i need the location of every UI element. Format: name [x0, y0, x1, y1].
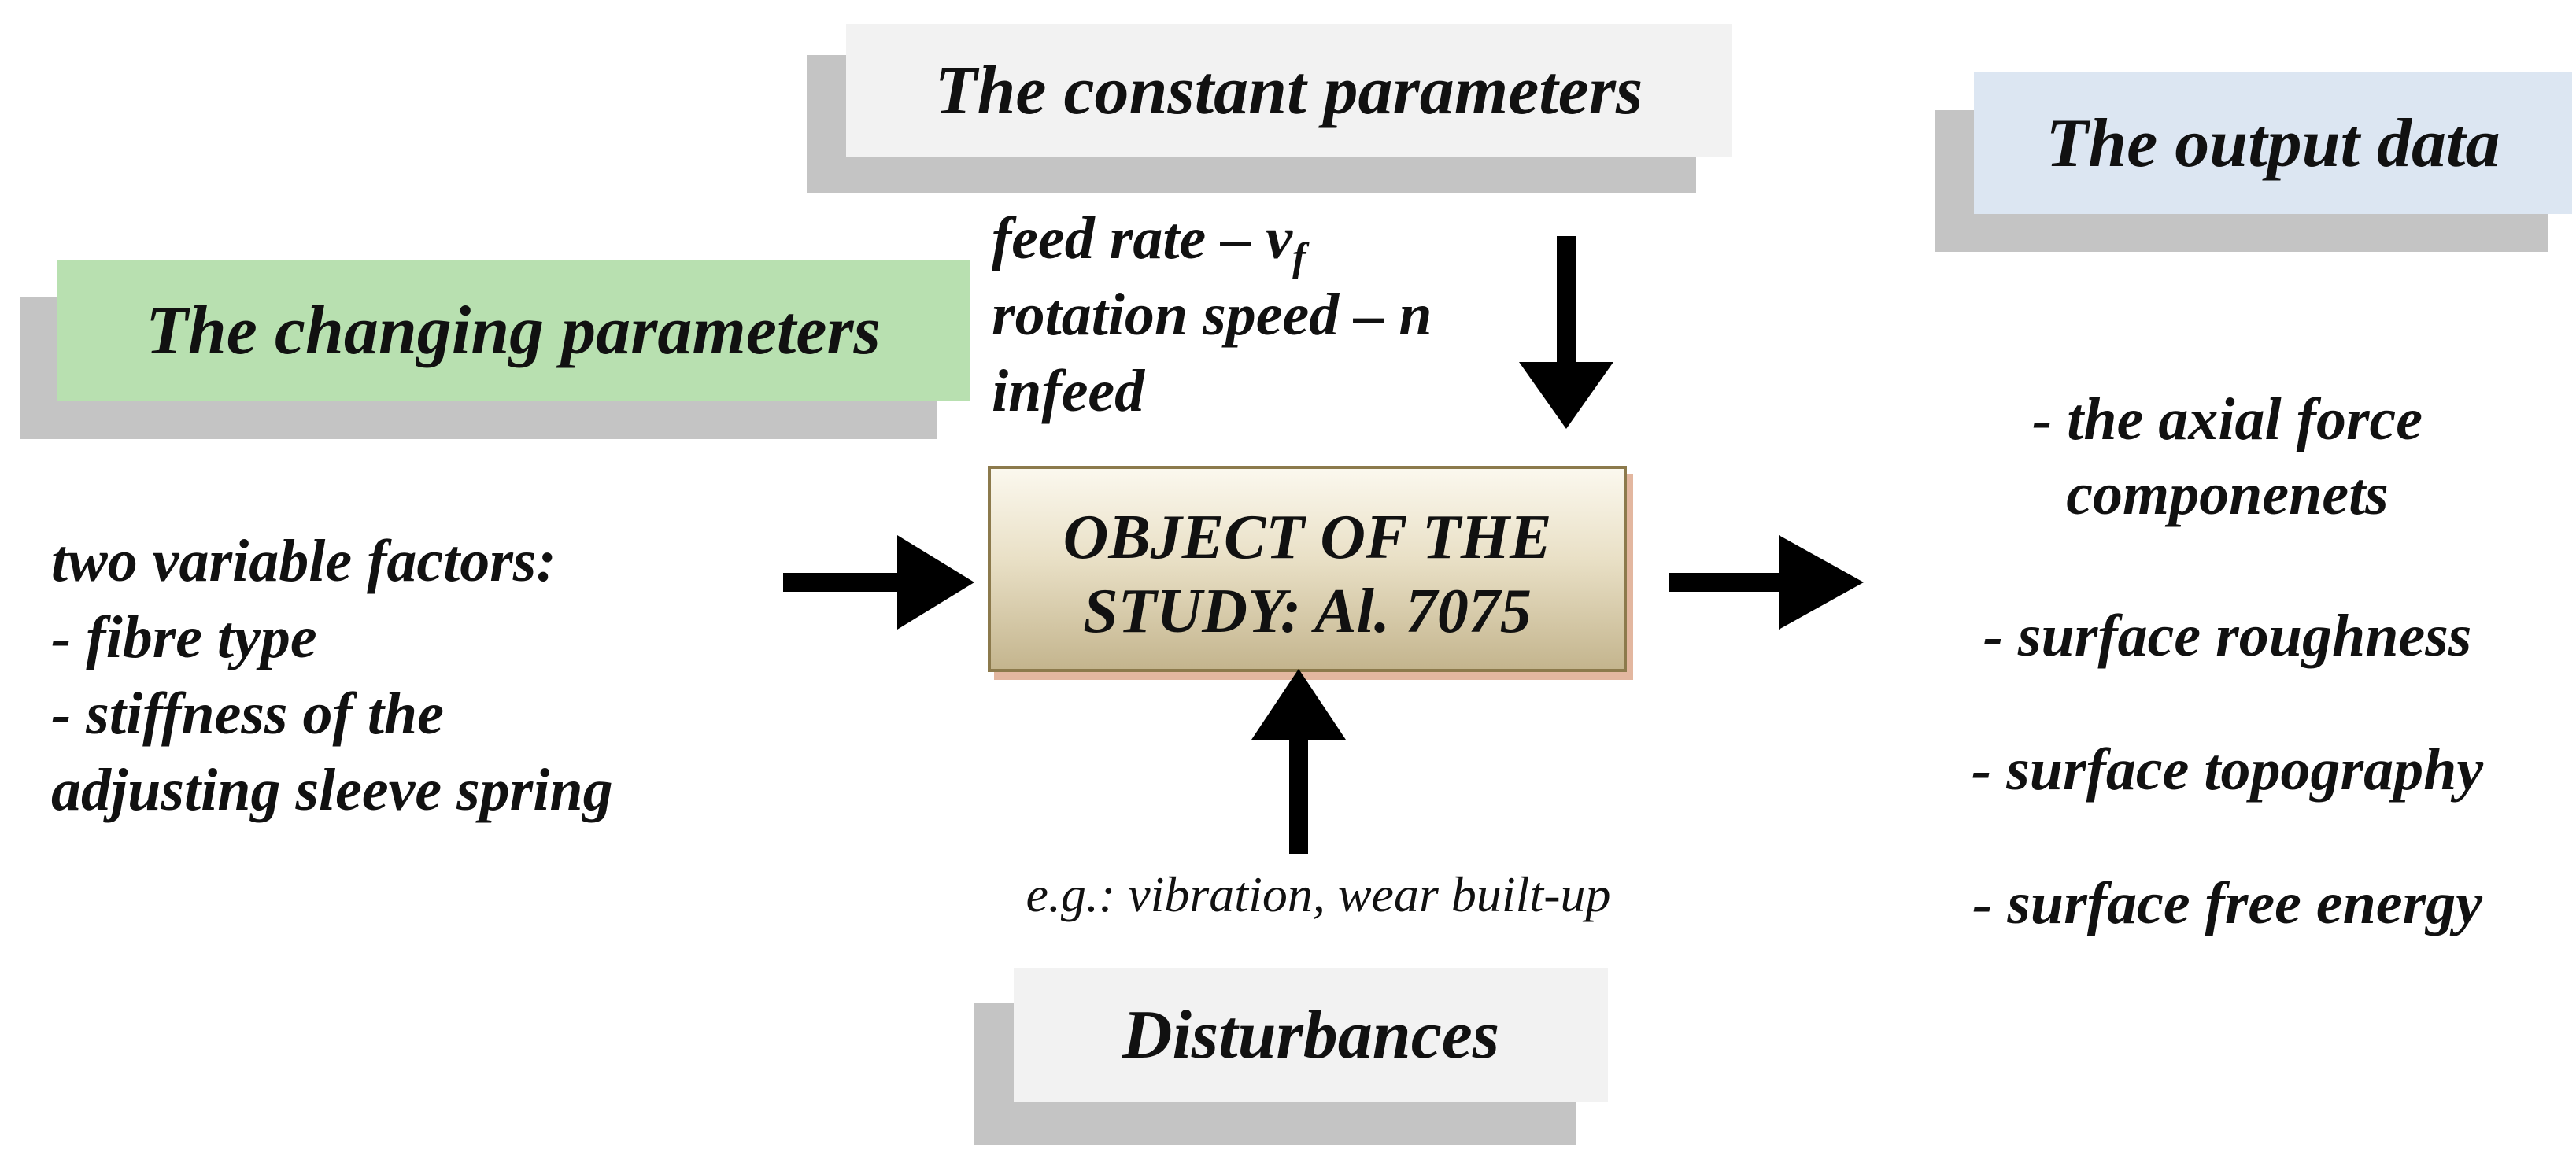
- constant-header: The constant parameters: [846, 24, 1732, 157]
- constant-param-feed-rate: feed rate – vf: [992, 205, 1306, 281]
- output-header-label: The output data: [2046, 105, 2500, 182]
- changing-factors-intro: two variable factors:: [51, 528, 556, 594]
- arrow-from-changing: [783, 535, 974, 630]
- constant-param-infeed: infeed: [992, 358, 1145, 424]
- feed-rate-subscript: f: [1292, 235, 1306, 281]
- arrow-from-disturbances: [1251, 669, 1346, 854]
- disturbances-header: Disturbances: [1014, 968, 1608, 1102]
- changing-header-label: The changing parameters: [146, 292, 881, 369]
- constant-param-rotation-speed: rotation speed – n: [992, 282, 1432, 348]
- changing-factor-stiffness: - stiffness of the: [51, 681, 444, 747]
- output-list: - the axial force componenets - surface …: [1905, 370, 2550, 952]
- disturbance-example: e.g.: vibration, wear built-up: [1026, 866, 1611, 922]
- output-axial-line-2: componenets: [2066, 461, 2389, 527]
- object-line-2: STUDY: Al. 7075: [1083, 577, 1532, 646]
- arrow-from-constant: [1519, 236, 1613, 429]
- output-axial-line-1: - the axial force: [2031, 386, 2423, 452]
- changing-params-text: two variable factors: - fibre type - sti…: [51, 511, 759, 842]
- changing-factor-stiffness-cont: adjusting sleeve spring: [51, 757, 613, 823]
- output-item-topography: - surface topography: [1971, 737, 2484, 803]
- output-item-free-energy: - surface free energy: [1972, 870, 2482, 936]
- object-line-1: OBJECT OF THE: [1063, 503, 1552, 572]
- object-of-study-box: OBJECT OF THE STUDY: Al. 7075: [988, 466, 1627, 672]
- constant-header-label: The constant parameters: [934, 52, 1643, 129]
- feed-rate-text: feed rate – v: [992, 205, 1292, 271]
- output-item-axial-force: - the axial force componenets: [1905, 386, 2550, 529]
- output-header: The output data: [1974, 72, 2572, 214]
- changing-header: The changing parameters: [57, 260, 970, 401]
- constant-params-list: feed rate – vf rotation speed – n infeed: [992, 189, 1543, 425]
- disturbances-header-label: Disturbances: [1122, 996, 1500, 1073]
- output-item-roughness: - surface roughness: [1983, 603, 2472, 669]
- changing-factor-fibre: - fibre type: [51, 604, 317, 670]
- arrow-to-output: [1669, 535, 1864, 630]
